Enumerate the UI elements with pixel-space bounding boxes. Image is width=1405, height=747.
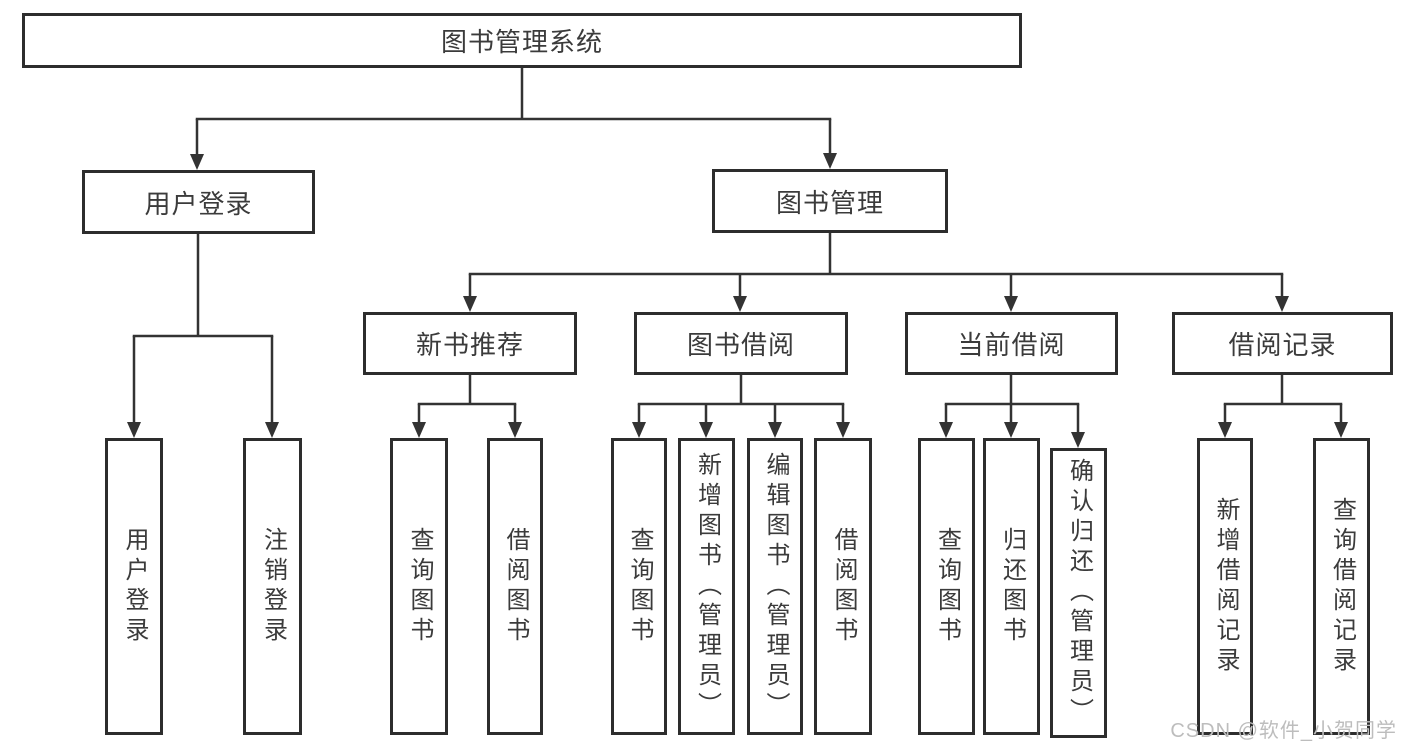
node-user-login: 用户登录: [82, 170, 315, 234]
leaf-label: 查询借阅记录: [1328, 496, 1356, 677]
node-new-book-recommend: 新书推荐: [363, 312, 577, 375]
leaf-label: 用户登录: [121, 526, 148, 647]
leaf-label: 新增借阅记录: [1212, 496, 1239, 677]
leaf-return-book: 归还图书: [983, 438, 1040, 735]
leaf-borrow-book: 借阅图书: [814, 438, 872, 735]
leaf-confirm-return-admin: 确认归还（管理员）: [1050, 448, 1107, 738]
leaf-label: 借阅图书: [502, 526, 529, 647]
node-current-borrow: 当前借阅: [905, 312, 1118, 375]
node-book-borrow: 图书借阅: [634, 312, 848, 375]
leaf-label: 借阅图书: [830, 526, 857, 647]
leaf-edit-book-admin: 编辑图书（管理员）: [747, 438, 803, 735]
node-book-management: 图书管理: [712, 169, 948, 233]
leaf-query-borrow-record: 查询借阅记录: [1313, 438, 1370, 735]
node-borrow-records: 借阅记录: [1172, 312, 1393, 375]
leaf-add-borrow-record: 新增借阅记录: [1197, 438, 1253, 735]
watermark: CSDN @软件_小贺同学: [1170, 720, 1397, 742]
leaf-label: 注销登录: [259, 526, 287, 647]
leaf-query-book-current: 查询图书: [918, 438, 975, 735]
leaf-borrow-book-recommend: 借阅图书: [487, 438, 543, 735]
leaf-label: 查询图书: [933, 526, 961, 647]
node-root: 图书管理系统: [22, 13, 1022, 68]
leaf-query-book-borrow: 查询图书: [611, 438, 667, 735]
leaf-user-login: 用户登录: [105, 438, 163, 735]
leaf-add-book-admin: 新增图书（管理员）: [678, 438, 735, 735]
leaf-label: 编辑图书（管理员）: [762, 451, 789, 722]
leaf-label: 新增图书（管理员）: [693, 451, 721, 722]
leaf-label: 查询图书: [406, 526, 433, 647]
leaf-label: 确认归还（管理员）: [1065, 458, 1093, 728]
leaf-label: 查询图书: [626, 526, 653, 647]
leaf-query-book-recommend: 查询图书: [390, 438, 448, 735]
leaf-label: 归还图书: [998, 526, 1026, 647]
leaf-logout: 注销登录: [243, 438, 302, 735]
